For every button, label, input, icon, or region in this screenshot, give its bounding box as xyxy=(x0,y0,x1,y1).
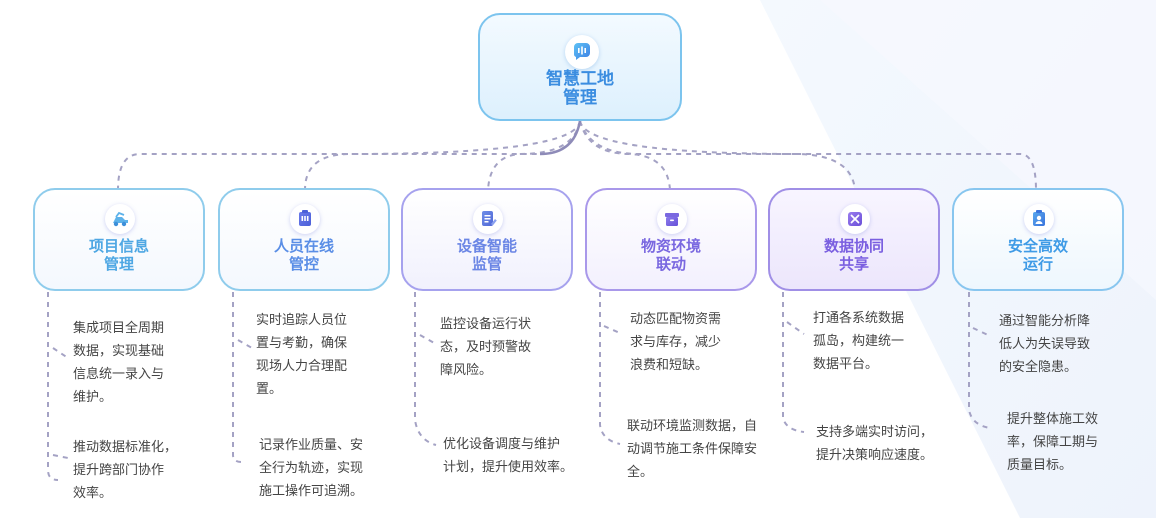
description-point: 监控设备运行状 态，及时预警故 障风险。 xyxy=(440,317,532,378)
description-point: 打通各系统数据 孤岛，构建统一 数据平台。 xyxy=(813,311,905,372)
description-point: 优化设备调度与维护 计划，提升使用效率。 xyxy=(443,437,574,475)
chat-bubble-icon xyxy=(565,35,599,69)
card-title: 项目信息 管理 xyxy=(88,237,149,273)
description-point: 联动环境监测数据，自 动调节施工条件保障安 全。 xyxy=(627,419,758,480)
description-point: 记录作业质量、安 全行为轨迹，实现 施工操作可追溯。 xyxy=(259,438,364,499)
card-safe-operation: 安全高效 运行 xyxy=(952,188,1124,291)
root-node: 智慧工地 管理 xyxy=(478,13,682,121)
root-title: 智慧工地 管理 xyxy=(546,69,614,108)
card-personnel-control: 人员在线 管控 xyxy=(218,188,390,291)
card-equipment-monitoring: 设备智能 监管 xyxy=(401,188,573,291)
box-icon xyxy=(657,204,687,234)
card-data-sharing: 数据协同 共享 xyxy=(768,188,940,291)
construction-vehicle-icon xyxy=(105,204,135,234)
description-point: 提升整体施工效 率，保障工期与 质量目标。 xyxy=(1007,412,1099,473)
card-title: 设备智能 监管 xyxy=(456,237,517,273)
card-project-info: 项目信息 管理 xyxy=(33,188,205,291)
badge-icon xyxy=(290,204,320,234)
card-title: 安全高效 运行 xyxy=(1007,237,1068,273)
description-point: 通过智能分析降 低人为失误导致 的安全隐患。 xyxy=(999,314,1091,375)
description-point: 支持多端实时访问， 提升决策响应速度。 xyxy=(816,425,934,463)
description-point: 动态匹配物资需 求与库存，减少 浪费和短缺。 xyxy=(630,312,722,373)
card-title: 物资环境 联动 xyxy=(640,237,701,273)
description-point: 集成项目全周期 数据，实现基础 信息统一录入与 维护。 xyxy=(73,321,165,405)
document-edit-icon xyxy=(473,204,503,234)
card-material-environment: 物资环境 联动 xyxy=(585,188,757,291)
tools-icon xyxy=(840,204,870,234)
description-point: 推动数据标准化， 提升跨部门协作 效率。 xyxy=(73,440,178,501)
card-title: 人员在线 管控 xyxy=(273,237,334,273)
description-point: 实时追踪人员位 置与考勤，确保 现场人力合理配 置。 xyxy=(256,313,348,397)
shield-user-icon xyxy=(1024,204,1054,234)
card-title: 数据协同 共享 xyxy=(823,237,884,273)
